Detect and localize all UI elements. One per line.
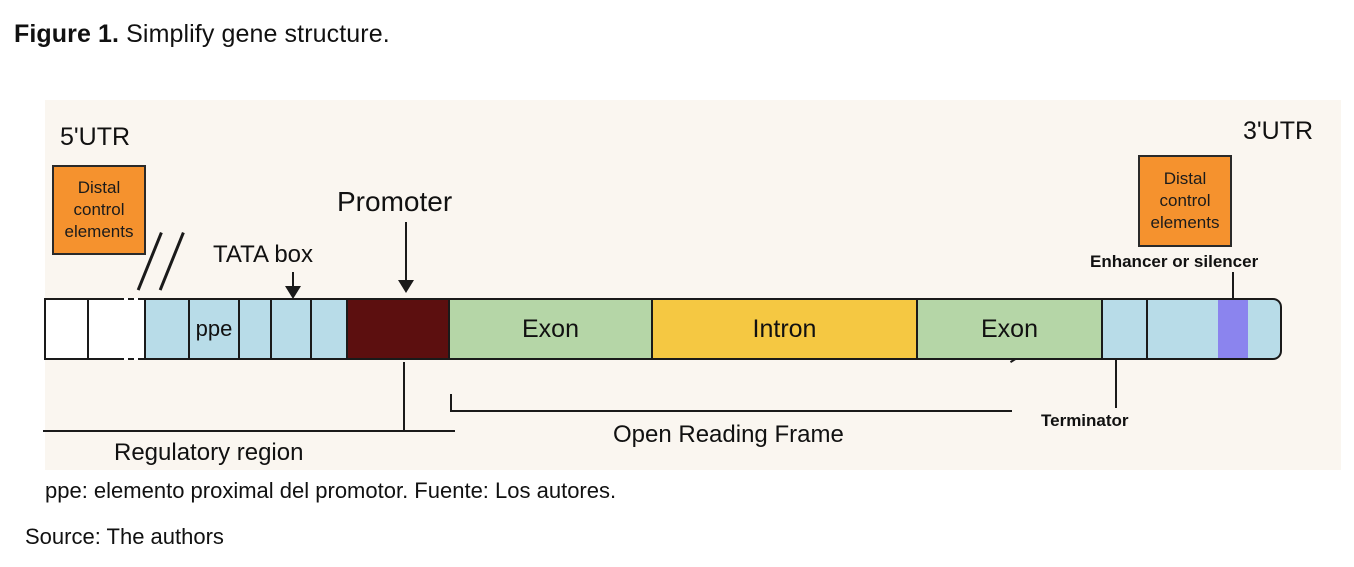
segment-downstream-blue bbox=[1148, 298, 1218, 360]
distal-left-line3: elements bbox=[64, 221, 134, 241]
footnote-ppe: ppe: elemento proximal del promotor. Fue… bbox=[45, 478, 617, 503]
segment-label-ppe: ppe bbox=[195, 316, 233, 341]
distal-control-elements-box-right: Distal control elements bbox=[1138, 155, 1232, 247]
segment-enhancer-silencer bbox=[1218, 298, 1248, 360]
label-tata-box: TATA box bbox=[213, 241, 314, 268]
segment-proximal-ppe: ppe bbox=[188, 298, 238, 360]
footnote-source: Source: The authors bbox=[25, 524, 224, 549]
label-regulatory-region: Regulatory region bbox=[114, 439, 304, 466]
promoter-arrow-icon bbox=[398, 280, 414, 293]
terminator-leader-line bbox=[1115, 360, 1117, 408]
segment-label-exon-1: Exon bbox=[522, 314, 579, 343]
distal-left-line2: control bbox=[73, 200, 125, 220]
gene-structure-diagram bbox=[45, 100, 1341, 470]
figure-title: Simplify gene structure. bbox=[119, 20, 390, 48]
segment-proximal-3 bbox=[238, 298, 270, 360]
segment-downstream-tail bbox=[1248, 298, 1282, 360]
enhancer-leader-line bbox=[1232, 272, 1234, 300]
distal-right-line2: control bbox=[1159, 191, 1211, 211]
label-open-reading-frame: Open Reading Frame bbox=[613, 421, 844, 448]
figure-caption: Figure 1. Simplify gene structure. bbox=[14, 20, 390, 49]
segment-sequence-break bbox=[118, 298, 144, 360]
segment-intron-1: Intron bbox=[653, 298, 918, 360]
segment-proximal-tata bbox=[270, 298, 310, 360]
distal-right-line3: elements bbox=[1150, 212, 1220, 232]
label-3utr: 3'UTR bbox=[1243, 117, 1314, 145]
segment-upstream-white-2 bbox=[87, 298, 118, 360]
label-enhancer-or-silencer: Enhancer or silencer bbox=[1090, 252, 1259, 271]
label-promoter: Promoter bbox=[337, 186, 453, 217]
segment-proximal-1 bbox=[144, 298, 188, 360]
regulatory-region-bracket bbox=[43, 430, 455, 432]
segment-exon-2: Exon bbox=[918, 298, 1103, 360]
promoter-leader-line bbox=[405, 222, 407, 284]
orf-bracket-horizontal bbox=[450, 410, 1012, 412]
label-5utr: 5'UTR bbox=[60, 123, 131, 151]
promoter-regulatory-line bbox=[403, 362, 405, 430]
segment-terminator-region bbox=[1103, 298, 1148, 360]
distal-control-elements-box-left: Distal control elements bbox=[52, 165, 146, 255]
tata-box-arrow-icon bbox=[285, 286, 301, 299]
segment-label-exon-2: Exon bbox=[981, 314, 1038, 343]
orf-bracket-left-tick bbox=[450, 394, 452, 412]
segment-upstream-white-1 bbox=[44, 298, 87, 360]
segment-exon-1: Exon bbox=[450, 298, 653, 360]
segment-proximal-5 bbox=[310, 298, 348, 360]
tata-box-leader-line bbox=[292, 272, 294, 292]
distal-right-line1: Distal bbox=[1163, 169, 1207, 189]
segment-promoter-core bbox=[348, 298, 450, 360]
gene-bar: ppe Exon Intron Exon bbox=[44, 298, 1282, 360]
figure-number: Figure 1. bbox=[14, 20, 120, 48]
segment-label-intron: Intron bbox=[752, 314, 817, 343]
distal-left-line1: Distal bbox=[77, 178, 121, 198]
label-terminator: Terminator bbox=[1041, 411, 1129, 430]
